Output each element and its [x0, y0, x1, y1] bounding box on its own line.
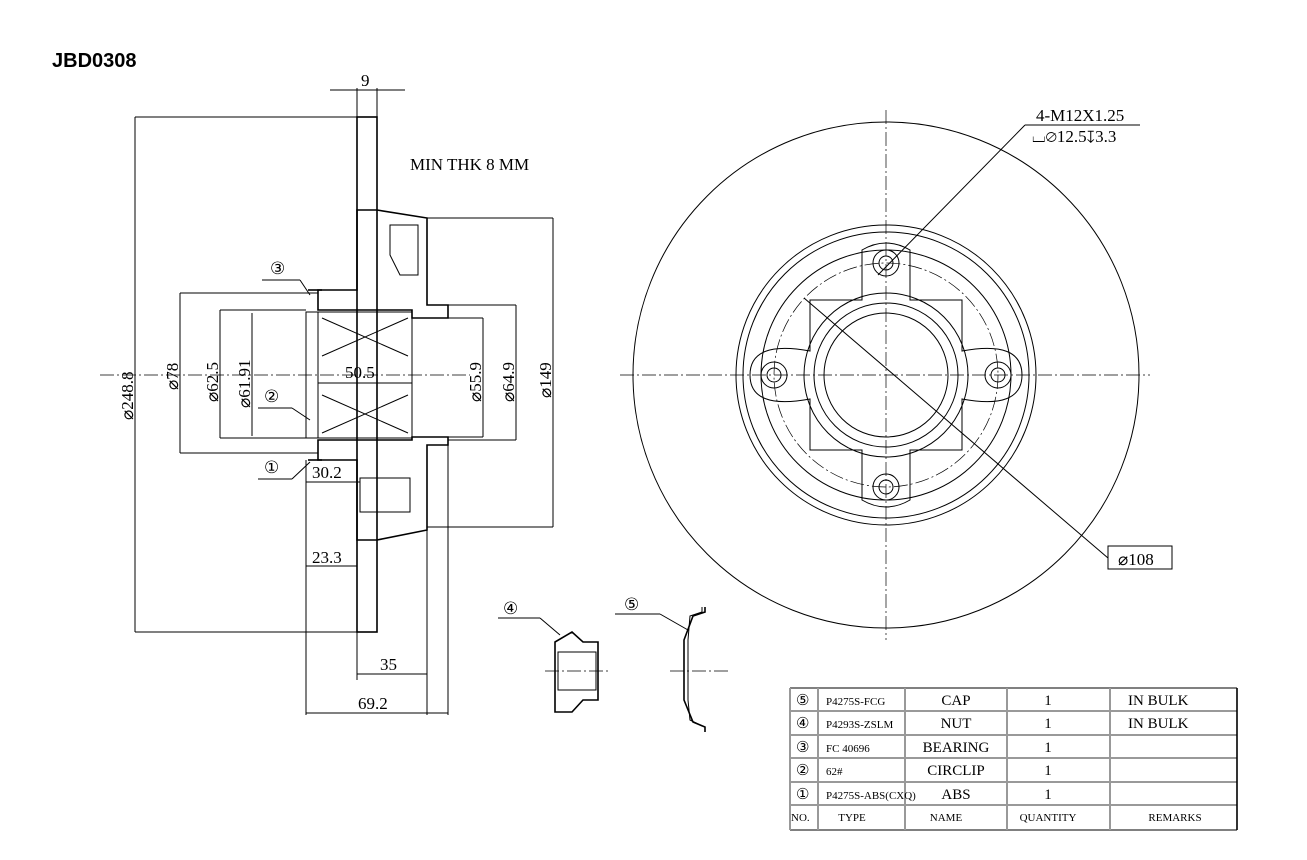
dim-35: 35: [380, 655, 397, 674]
table-cell-no: ⑤: [796, 693, 809, 709]
dim-55-9: ⌀55.9: [466, 362, 485, 402]
table-cell-type: FC 40696: [826, 743, 870, 755]
upper-hub-section: [317, 209, 449, 319]
table-cell-name: NUT: [941, 716, 972, 732]
callouts: ③ ② ① ④ ⑤: [258, 259, 689, 636]
callout-2: ②: [264, 387, 279, 406]
table-cell-type: P4293S-ZSLM: [826, 719, 893, 731]
hub-cavity: [389, 224, 419, 276]
dim-61-91: ⌀61.91: [235, 360, 254, 409]
table-header: REMARKS: [1148, 812, 1201, 824]
table-cell-name: CIRCLIP: [927, 763, 985, 779]
table-cell-qty: 1: [1044, 740, 1052, 756]
bolt-pads: [749, 242, 1023, 508]
table-cell-qty: 1: [1044, 787, 1052, 803]
counterbore-note: ⌴⌀12.5↧3.3: [1032, 127, 1116, 146]
table-cell-name: CAP: [941, 693, 970, 709]
table-cell-no: ②: [796, 763, 809, 779]
dim-50-5: 50.5: [345, 363, 375, 382]
section-view: [100, 116, 470, 633]
table-cell-remarks: IN BULK: [1128, 716, 1189, 732]
dim-149: ⌀149: [536, 362, 555, 398]
dim-69-2: 69.2: [358, 694, 388, 713]
dim-30-2: 30.2: [312, 463, 342, 482]
table-header: NO.: [791, 812, 810, 824]
table-cell-type: 62#: [826, 766, 843, 778]
table-header: NAME: [930, 812, 963, 824]
cap-section: [670, 607, 730, 732]
part-number-title: JBD0308: [52, 50, 137, 72]
min-thickness-note: MIN THK 8 MM: [410, 155, 529, 174]
dim-23-3: 23.3: [312, 548, 342, 567]
dim-64-9: ⌀64.9: [499, 362, 518, 402]
table-cell-no: ④: [796, 716, 809, 732]
front-view: 4-M12X1.25 ⌴⌀12.5↧3.3 ⌀108: [620, 106, 1173, 640]
nut-section: [545, 631, 610, 713]
table-cell-qty: 1: [1044, 693, 1052, 709]
callout-4: ④: [503, 599, 518, 618]
table-cell-name: ABS: [941, 787, 970, 803]
table-cell-qty: 1: [1044, 716, 1052, 732]
table-cell-type: P4275S-FCG: [826, 696, 885, 708]
dim-78: ⌀78: [163, 363, 182, 390]
table-cell-no: ③: [796, 740, 809, 756]
disc-plate-section: [356, 116, 378, 633]
disc-outer-edge: [632, 121, 1140, 629]
table-cell-type: P4275S-ABS(CXQ): [826, 790, 916, 802]
table-cell-no: ①: [796, 787, 809, 803]
dim-108: ⌀108: [1118, 550, 1154, 569]
table-cell-qty: 1: [1044, 763, 1052, 779]
dim-248-8: ⌀248.8: [118, 372, 137, 421]
callout-1: ①: [264, 458, 279, 477]
lower-hub-section: [317, 436, 449, 541]
bolt-holes: [760, 249, 1012, 501]
thread-note: 4-M12X1.25: [1036, 106, 1124, 125]
table-header: QUANTITY: [1020, 812, 1077, 824]
dimensions: 9 MIN THK 8 MM ⌀248.8 ⌀78 ⌀62.5 ⌀61.91 5…: [118, 71, 555, 715]
table-cell-remarks: IN BULK: [1128, 693, 1189, 709]
callout-3: ③: [270, 259, 285, 278]
table-header: TYPE: [838, 812, 866, 824]
hub-bore: [803, 292, 969, 458]
hub-cavity: [359, 477, 411, 513]
table-cell-name: BEARING: [923, 740, 990, 756]
callout-5: ⑤: [624, 595, 639, 614]
dim-9: 9: [361, 71, 370, 90]
dim-62-5: ⌀62.5: [203, 362, 222, 402]
